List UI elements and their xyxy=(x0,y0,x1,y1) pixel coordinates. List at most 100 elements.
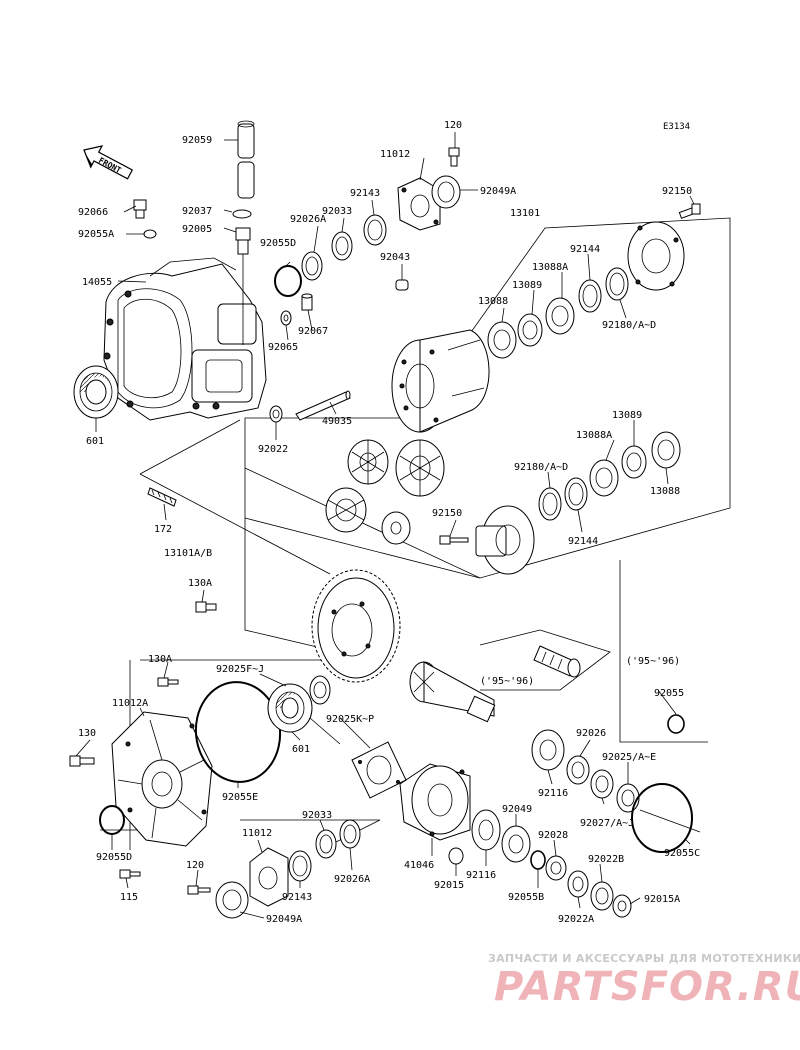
washer-92022B xyxy=(590,881,614,911)
label-92022A: 92022A xyxy=(558,914,594,925)
label-11012-low: 11012 xyxy=(242,828,272,839)
seal-92049 xyxy=(501,825,531,863)
label-92015A: 92015A xyxy=(644,894,680,905)
washer-92065 xyxy=(280,310,292,326)
bolt-120-top xyxy=(448,147,460,167)
front-arrow-icon: FRONT xyxy=(83,145,134,180)
part-labels: E3134 92059 92066 92037 92055A 92005 140… xyxy=(78,120,700,925)
bearing-601-lower xyxy=(267,683,313,733)
seal-92049A-low xyxy=(215,881,249,919)
label-92033-low: 92033 xyxy=(302,810,332,821)
label-120-low: 120 xyxy=(186,860,204,871)
shim-92026 xyxy=(566,755,590,785)
label-92055D-low: 92055D xyxy=(96,852,132,863)
label-13088A-top: 13088A xyxy=(532,262,568,273)
label-601-top: 601 xyxy=(86,436,104,447)
tube-92059 xyxy=(237,120,255,199)
shim-92026A-low xyxy=(339,819,361,849)
oring-92055 xyxy=(667,714,685,734)
label-41046: 41046 xyxy=(404,860,434,871)
collar-92028 xyxy=(545,855,567,881)
label-92055A: 92055A xyxy=(78,229,114,240)
fitting-92005 xyxy=(235,227,251,345)
shim-92026A-top xyxy=(301,251,323,281)
shim-92180-top xyxy=(605,267,629,301)
shaft-49035 xyxy=(295,390,351,421)
oring-92055C xyxy=(631,783,693,853)
label-92055D-top: 92055D xyxy=(260,238,296,249)
oring-92055B xyxy=(530,850,546,870)
frame-stud xyxy=(139,419,241,475)
label-11012-top: 11012 xyxy=(380,149,410,160)
label-92037: 92037 xyxy=(182,206,212,217)
label-130A-mid: 130A xyxy=(188,578,212,589)
spacer-92143-low xyxy=(288,850,312,882)
watermark-tagline: ЗАПЧАСТИ И АКСЕССУАРЫ ДЛЯ МОТОТЕХНИКИ xyxy=(488,952,800,965)
label-172: 172 xyxy=(154,524,172,535)
label-92026: 92026 xyxy=(576,728,606,739)
final-gear-case xyxy=(103,257,267,421)
bolt-130A-mid xyxy=(195,601,217,613)
flange-11012-low xyxy=(249,847,289,907)
shim-92025AE xyxy=(616,783,640,813)
spacer-92033-top xyxy=(331,231,353,261)
washer-92022A xyxy=(567,870,589,898)
bolt-120-low xyxy=(187,885,211,895)
side-gear-b xyxy=(395,439,445,497)
shaft-frame xyxy=(479,629,611,691)
label-92116-lower: 92116 xyxy=(466,870,496,881)
label-115: 115 xyxy=(120,892,138,903)
label-92144-top: 92144 xyxy=(570,244,600,255)
gear-case-cover-11012A xyxy=(111,711,213,847)
label-13089-mid: 13089 xyxy=(612,410,642,421)
label-601-low: 601 xyxy=(292,744,310,755)
watermark: ЗАПЧАСТИ И АКСЕССУАРЫ ДЛЯ МОТОТЕХНИКИ PA… xyxy=(488,952,800,1010)
label-92055: 92055 xyxy=(654,688,684,699)
cover-92150-mid xyxy=(475,505,535,575)
seal-92049A-top xyxy=(431,175,461,209)
nut-92015A xyxy=(612,894,632,918)
label-92055B: 92055B xyxy=(508,892,544,903)
pinion-gear-c xyxy=(325,487,367,533)
label-92143-top: 92143 xyxy=(350,188,380,199)
label-92015: 92015 xyxy=(434,880,464,891)
bearing-housing-41046 xyxy=(399,763,471,841)
label-13088-mid: 13088 xyxy=(650,486,680,497)
label-92150-mid: 92150 xyxy=(432,508,462,519)
cover-92150-top xyxy=(627,221,685,291)
label-120-top: 120 xyxy=(444,120,462,131)
label-92049A-low: 92049A xyxy=(266,914,302,925)
bolt-92150-mid xyxy=(439,535,469,545)
label-13089-top: 13089 xyxy=(512,280,542,291)
washer-d xyxy=(381,511,411,545)
label-92150-top: 92150 xyxy=(662,186,692,197)
clutch-plate-13089-mid xyxy=(621,445,647,479)
grouping-frames xyxy=(100,217,731,850)
shim-92027 xyxy=(590,769,614,799)
label-92005: 92005 xyxy=(182,224,212,235)
label-92043: 92043 xyxy=(380,252,410,263)
label-92028: 92028 xyxy=(538,830,568,841)
label-92049A-top: 92049A xyxy=(480,186,516,197)
label-92022B: 92022B xyxy=(588,854,624,865)
label-92066: 92066 xyxy=(78,207,108,218)
frame-stud-b xyxy=(139,473,331,575)
differential-frame xyxy=(244,217,731,579)
label-92026A-top: 92026A xyxy=(290,214,326,225)
plug-92066 xyxy=(123,199,147,219)
spring-92144-mid xyxy=(564,477,588,511)
label-92055C: 92055C xyxy=(664,848,700,859)
clutch-disc-13088A-mid xyxy=(589,459,619,497)
bolt-130A-low xyxy=(157,677,179,687)
label-92055E: 92055E xyxy=(222,792,258,803)
differential-case-13101 xyxy=(391,329,490,433)
bolt-92067 xyxy=(301,293,313,311)
label-92065: 92065 xyxy=(268,342,298,353)
label-92022: 92022 xyxy=(258,444,288,455)
label-95-96-right: ('95~'96) xyxy=(626,656,680,667)
washer-92037 xyxy=(232,209,252,219)
spacer-92143-top xyxy=(363,214,387,246)
label-130A-low: 130A xyxy=(148,654,172,665)
